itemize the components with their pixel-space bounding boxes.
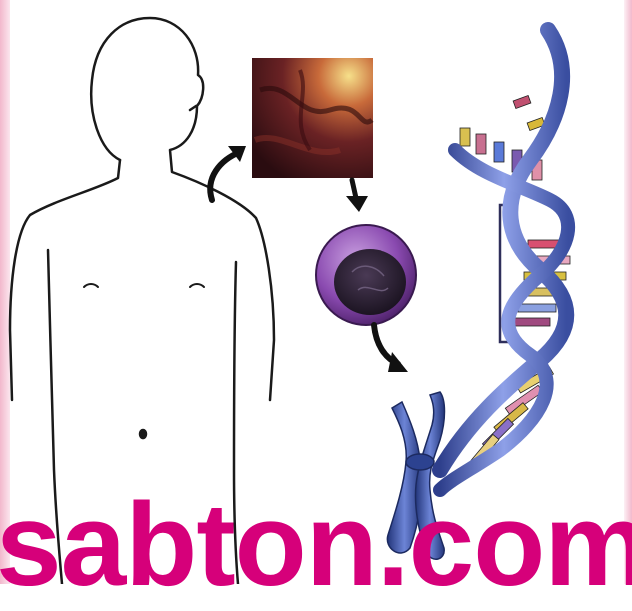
tissue-sample — [252, 58, 373, 178]
cell — [316, 225, 416, 325]
arrow-icon — [346, 180, 368, 212]
watermark-text: sabton.com — [0, 486, 632, 604]
arrow-icon — [374, 325, 408, 372]
dna-double-helix — [440, 30, 570, 490]
